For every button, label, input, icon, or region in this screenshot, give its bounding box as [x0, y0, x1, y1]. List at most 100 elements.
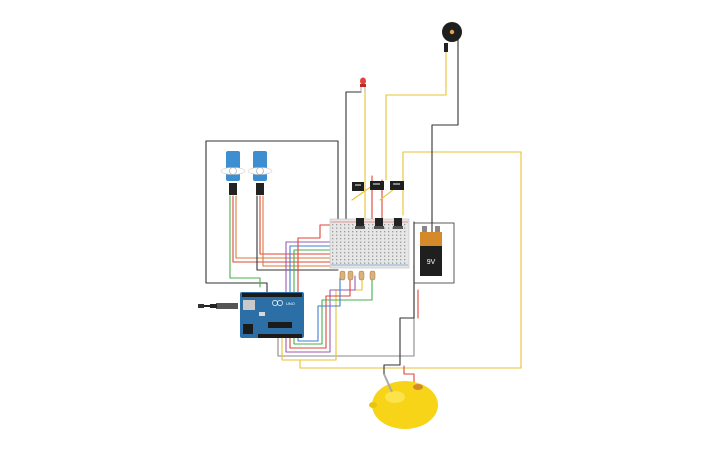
breadboard-hole [376, 238, 378, 240]
breadboard-hole [404, 227, 406, 229]
breadboard-hole [344, 224, 346, 226]
breadboard-hole [384, 227, 386, 229]
lemon[interactable] [369, 373, 438, 429]
breadboard-hole [400, 234, 402, 236]
breadboard-hole [360, 252, 362, 254]
wire-yellow-loop[interactable] [299, 151, 522, 369]
wire-lemon-red[interactable] [403, 365, 415, 383]
wire-lemon-black[interactable] [383, 364, 401, 375]
wire-buzzer-black[interactable] [431, 37, 459, 233]
breadboard-hole [360, 245, 362, 247]
wire-servo2-red[interactable] [259, 195, 334, 255]
breadboard-hole [388, 252, 390, 254]
breadboard-hole [400, 259, 402, 261]
breadboard-hole [340, 259, 342, 261]
breadboard-hole [376, 231, 378, 233]
breadboard-hole [340, 262, 342, 264]
breadboard-hole [388, 238, 390, 240]
wire-bottom-purple[interactable] [285, 275, 356, 353]
battery-9v[interactable]: 9V [413, 222, 455, 284]
breadboard-hole [356, 238, 358, 240]
resistor-3[interactable] [358, 270, 365, 281]
battery-body [420, 246, 442, 276]
breadboard-hole [380, 231, 382, 233]
wire-servo1-red[interactable] [232, 195, 332, 263]
breadboard-hole [348, 248, 350, 250]
breadboard-hole [340, 224, 342, 226]
arduino-logo-text: UNO [286, 301, 295, 306]
resistor-4[interactable] [369, 270, 376, 281]
breadboard-hole [340, 234, 342, 236]
breadboard-hole [384, 241, 386, 243]
relay-3[interactable] [390, 181, 404, 190]
breadboard-hole [388, 234, 390, 236]
wire-servo1-orange[interactable] [235, 195, 334, 259]
breadboard-hole [376, 245, 378, 247]
transistor-1[interactable] [355, 218, 365, 229]
breadboard-hole [384, 259, 386, 261]
wire-servo1-green[interactable] [229, 195, 261, 288]
breadboard-hole [388, 259, 390, 261]
breadboard-hole [368, 248, 370, 250]
breadboard-hole [404, 245, 406, 247]
wire-servo-enclosure[interactable] [205, 140, 339, 293]
transistor-3[interactable] [393, 218, 403, 229]
wire-arduino-red-a[interactable] [297, 224, 339, 293]
wire-arduino-green[interactable] [293, 249, 334, 293]
breadboard-hole [396, 238, 398, 240]
breadboard-hole [380, 238, 382, 240]
relay-2[interactable] [370, 181, 384, 190]
battery-cap [420, 232, 442, 246]
breadboard-hole [360, 255, 362, 257]
wire-led-black[interactable] [345, 91, 362, 229]
breadboard-hole [336, 224, 338, 226]
breadboard-hole [340, 255, 342, 257]
breadboard-hole [392, 234, 394, 236]
breadboard-hole [360, 231, 362, 233]
wire-bottom-green[interactable] [293, 277, 373, 345]
wire-servo2-black[interactable] [256, 195, 339, 271]
wire-arduino-purple[interactable] [285, 241, 334, 293]
breadboard-hole [372, 262, 374, 264]
breadboard-hole [364, 248, 366, 250]
breadboard-hole [404, 255, 406, 257]
breadboard-hole [384, 231, 386, 233]
wire-bottom-yellow[interactable] [281, 275, 363, 361]
wire-arduino-blue[interactable] [289, 245, 334, 293]
breadboard-hole [340, 241, 342, 243]
led[interactable] [360, 77, 366, 93]
transistor-2[interactable] [374, 218, 384, 229]
wire-bottom-red[interactable] [289, 275, 351, 349]
breadboard-hole [348, 231, 350, 233]
breadboard-hole [352, 262, 354, 264]
breadboard-hole [368, 238, 370, 240]
resistor-2[interactable] [347, 270, 354, 281]
breadboard-hole [376, 255, 378, 257]
breadboard-hole [344, 255, 346, 257]
dc-jack[interactable] [198, 304, 211, 308]
breadboard-hole [364, 231, 366, 233]
wires[interactable] [229, 37, 522, 383]
breadboard-hole [352, 259, 354, 261]
breadboard-hole [332, 259, 334, 261]
relay-1[interactable] [352, 182, 364, 191]
breadboard-hole [392, 259, 394, 261]
breadboard-hole [336, 227, 338, 229]
resistor-1[interactable] [339, 270, 346, 281]
breadboard-hole [368, 227, 370, 229]
piezo-buzzer[interactable] [442, 22, 462, 52]
breadboard-hole [344, 259, 346, 261]
breadboard-hole [340, 227, 342, 229]
arduino-uno[interactable]: UNO [240, 292, 304, 338]
breadboard-hole [376, 234, 378, 236]
servo-2[interactable] [247, 151, 273, 195]
breadboard-hole [348, 259, 350, 261]
servo-1[interactable] [220, 151, 246, 195]
wire-servo2-orange[interactable] [262, 195, 334, 267]
usb-plug[interactable] [210, 303, 238, 309]
breadboard-hole [364, 252, 366, 254]
wire-bottom-blue[interactable] [297, 277, 341, 342]
breadboard-hole [392, 255, 394, 257]
wire-buzzer-yellow[interactable] [385, 51, 447, 181]
